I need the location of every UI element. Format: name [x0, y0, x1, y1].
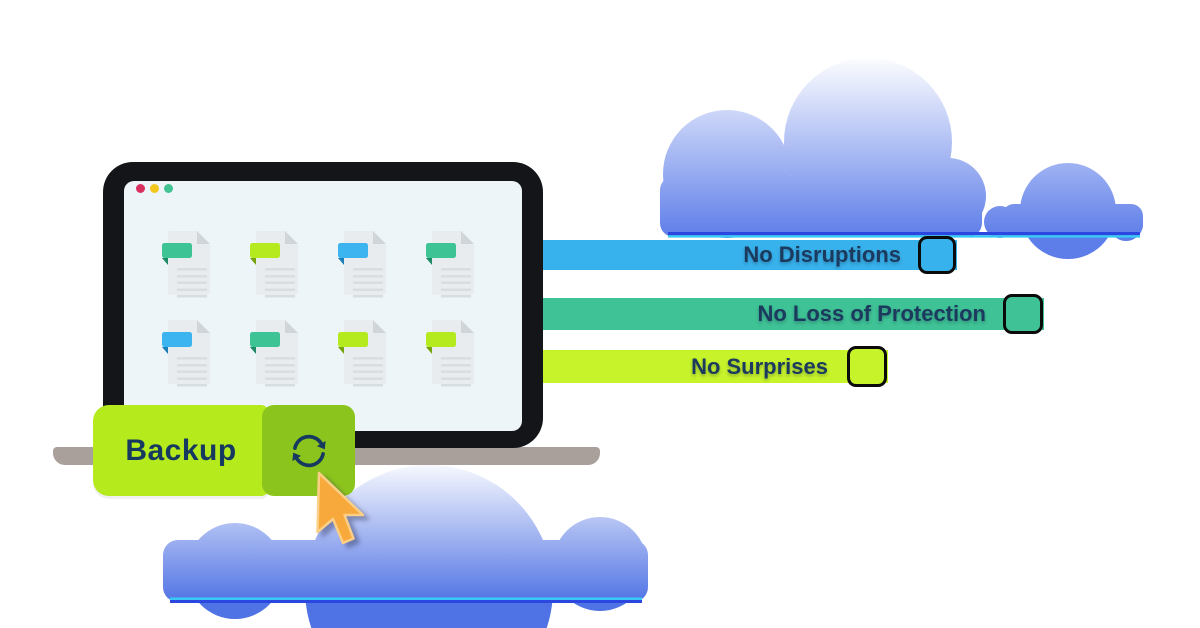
text-lines — [353, 357, 383, 389]
page-fold — [285, 231, 298, 244]
laptop-screen — [124, 181, 522, 431]
document-icon[interactable] — [426, 320, 474, 389]
document-tag — [426, 243, 456, 258]
ribbon-label: No Disruptions — [743, 242, 901, 267]
document-icon[interactable] — [162, 320, 210, 389]
document-tag — [338, 243, 368, 258]
text-lines — [265, 357, 295, 389]
ribbon-label: No Loss of Protection — [757, 301, 986, 326]
text-lines — [441, 268, 471, 300]
document-icon[interactable] — [338, 231, 386, 300]
document-icon[interactable] — [338, 320, 386, 389]
document-tag — [162, 332, 192, 347]
backup-button[interactable]: Backup — [93, 405, 355, 496]
ribbon-no-surprises: No Surprises — [538, 346, 888, 387]
page-fold — [197, 231, 210, 244]
window-dot-minimize[interactable] — [150, 184, 159, 193]
sync-button[interactable] — [262, 405, 355, 496]
page-fold — [197, 320, 210, 333]
text-lines — [265, 268, 295, 300]
cloud-top-right — [660, 58, 1143, 259]
document-grid — [162, 231, 474, 389]
page-fold — [285, 320, 298, 333]
text-lines — [441, 357, 471, 389]
cloud-bottom — [163, 465, 648, 628]
document-icon[interactable] — [426, 231, 474, 300]
ribbon-handle — [847, 346, 887, 387]
page-fold — [461, 320, 474, 333]
cloud-stripe — [668, 235, 1140, 238]
document-icon[interactable] — [250, 320, 298, 389]
ribbon-no-disruptions: No Disruptions — [538, 236, 957, 274]
cursor-arrow-shape — [316, 471, 365, 545]
backup-button-label: Backup — [125, 433, 237, 467]
document-tag — [250, 332, 280, 347]
document-icon[interactable] — [162, 231, 210, 300]
text-lines — [177, 268, 207, 300]
window-dot-zoom[interactable] — [164, 184, 173, 193]
page-fold — [461, 231, 474, 244]
window-controls — [136, 184, 173, 193]
ribbon-handle — [1003, 294, 1043, 334]
document-tag — [162, 243, 192, 258]
laptop-frame — [103, 162, 543, 448]
text-lines — [353, 268, 383, 300]
sync-icon — [291, 434, 326, 467]
page-fold — [373, 231, 386, 244]
cloud-stripe — [668, 232, 1140, 236]
document-tag — [250, 243, 280, 258]
document-tag — [426, 332, 456, 347]
cloud-stripe — [170, 600, 642, 603]
text-lines — [177, 357, 207, 389]
document-icon[interactable] — [250, 231, 298, 300]
ribbon-no-loss-of-protection: No Loss of Protection — [538, 294, 1044, 334]
window-dot-close[interactable] — [136, 184, 145, 193]
ribbon-handle — [918, 236, 956, 274]
page-fold — [373, 320, 386, 333]
cloud-stripe — [170, 597, 642, 600]
cursor-arrow-icon — [316, 471, 365, 545]
ribbon-label: No Surprises — [691, 354, 828, 379]
backup-button-body[interactable]: Backup — [93, 405, 269, 496]
document-tag — [338, 332, 368, 347]
